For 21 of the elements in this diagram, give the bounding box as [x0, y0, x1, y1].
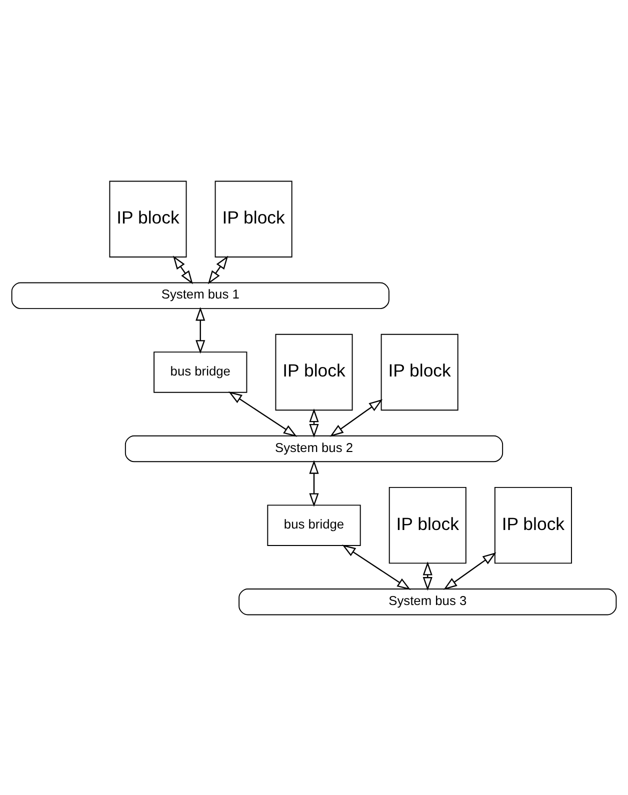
- arrow: [422, 561, 432, 590]
- arrow: [208, 255, 228, 284]
- node-box: IP block: [380, 333, 458, 410]
- arrow: [196, 306, 206, 354]
- node-box: IP block: [109, 180, 187, 257]
- arrow: [330, 398, 383, 436]
- node-box: IP block: [214, 180, 292, 257]
- node-box: IP block: [275, 333, 353, 410]
- arrow: [309, 408, 319, 438]
- node-box: IP block: [494, 486, 572, 564]
- arrow: [309, 460, 319, 506]
- arrow: [172, 255, 193, 284]
- arrow: [228, 391, 298, 436]
- arrow: [342, 544, 411, 590]
- node-box: bus bridge: [154, 351, 248, 392]
- arrow: [443, 552, 496, 590]
- node-box: bus bridge: [267, 504, 361, 546]
- node-box: System bus 3: [238, 588, 617, 615]
- node-box: System bus 2: [124, 434, 504, 462]
- node-box: System bus 1: [11, 282, 390, 309]
- node-box: IP block: [388, 486, 466, 564]
